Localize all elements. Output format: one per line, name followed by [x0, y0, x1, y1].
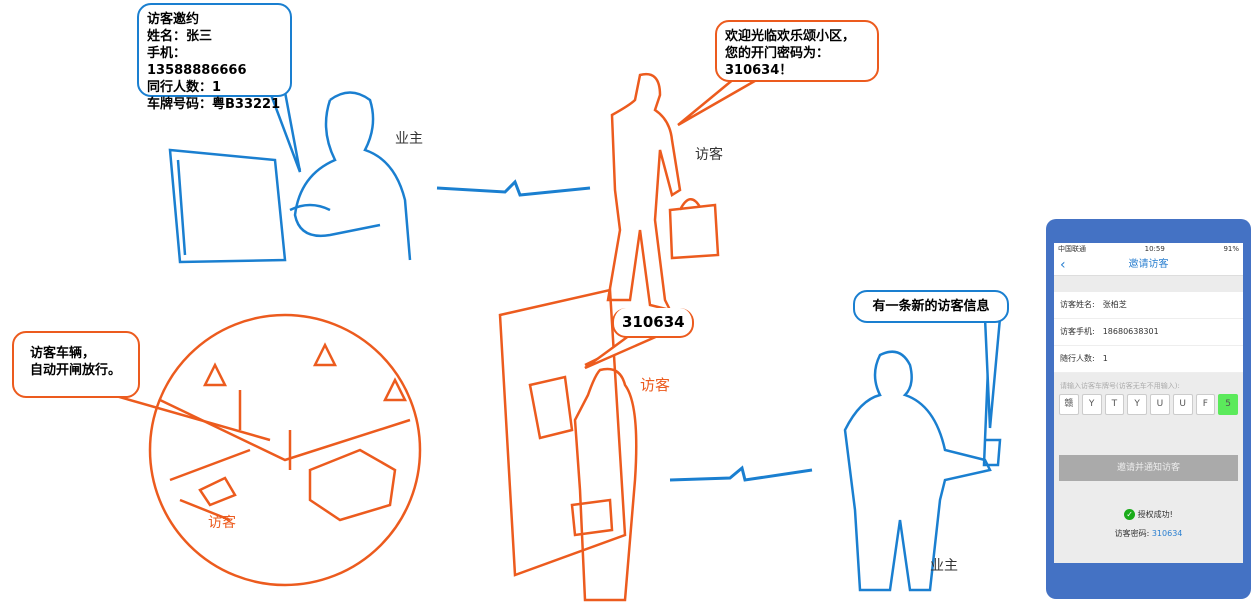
plate-cell[interactable]: Y — [1081, 394, 1102, 415]
success-message: ✓ 授权成功! — [1054, 509, 1243, 520]
field-label: 访客手机: — [1060, 327, 1095, 336]
nav-bar: ‹ 邀请访客 — [1054, 255, 1243, 276]
field-label: 访客姓名: — [1060, 300, 1095, 309]
bubble-line: 车牌号码：粤B33221 — [147, 97, 281, 112]
new-visitor-bubble: 有一条新的访客信息 — [853, 290, 1009, 323]
owner-bottom-label: 业主 — [930, 558, 958, 574]
plate-cell[interactable]: T — [1104, 394, 1125, 415]
field-value[interactable]: 1 — [1102, 354, 1108, 363]
status-bar: 中国联通 10:59 91% — [1054, 243, 1243, 255]
visitor-code: 访客密码: 310634 — [1054, 528, 1243, 539]
visitor-label: 访客 — [695, 147, 723, 163]
code-value: 310634 — [1151, 529, 1183, 538]
bubble-line: 访客车辆， — [30, 346, 96, 361]
clock: 10:59 — [1144, 245, 1165, 253]
owner-with-phone-sketch — [843, 319, 1002, 592]
screen-title: 邀请访客 — [1128, 259, 1169, 270]
check-circle-icon: ✓ — [1124, 509, 1136, 520]
bubble-line: 姓名：张三 — [147, 29, 213, 44]
owner-invite-bubble: 访客邀约 姓名：张三 手机：13588886666 同行人数：1 车牌号码：粤B… — [137, 3, 292, 112]
phone-screen: 中国联通 10:59 91% ‹ 邀请访客 访客姓名: 张柏芝 访客手机: 1868… — [1054, 243, 1243, 563]
car-gate-bubble: 访客车辆， 自动开闸放行。 — [12, 331, 140, 398]
plate-cell[interactable]: 赣 — [1059, 394, 1079, 415]
form-row-companions[interactable]: 随行人数: 1 — [1054, 346, 1243, 373]
field-value[interactable]: 张柏芝 — [1102, 300, 1127, 309]
plate-cell[interactable]: Y — [1127, 394, 1147, 415]
field-label: 随行人数: — [1060, 354, 1095, 363]
battery: 91% — [1223, 245, 1239, 253]
plate-cell[interactable]: U — [1172, 394, 1193, 415]
plate-hint: 请输入访客车牌号(访客无车不用输入): — [1060, 382, 1180, 390]
visitor-with-phone-sketch — [606, 72, 720, 312]
bubble-line: 310634！ — [725, 63, 793, 78]
invite-button[interactable]: 邀请并通知访客 — [1059, 455, 1238, 481]
form-row-phone[interactable]: 访客手机: 18680638301 — [1054, 319, 1243, 346]
bubble-line: 自动开闸放行。 — [30, 363, 122, 378]
visitor-door-label: 访客 — [640, 376, 671, 394]
plate-cell-active[interactable]: 5 — [1218, 394, 1238, 415]
plate-cell[interactable]: U — [1150, 394, 1170, 415]
owner-label: 业主 — [395, 131, 423, 147]
code-label: 访客密码: — [1114, 529, 1150, 538]
bubble-line: 欢迎光临欢乐颂小区， — [725, 29, 856, 44]
plate-input[interactable]: 赣 Y T Y U U F 5 — [1054, 394, 1243, 415]
bubble-line: 您的开门密码为： — [725, 46, 830, 61]
visitor-car-label: 访客 — [208, 515, 236, 531]
back-chevron-icon[interactable]: ‹ — [1060, 257, 1066, 273]
signal-lines — [436, 179, 813, 482]
carrier: 中国联通 — [1058, 245, 1086, 253]
field-value[interactable]: 18680638301 — [1102, 327, 1159, 336]
visitor-message-bubble: 欢迎光临欢乐颂小区， 您的开门密码为： 310634！ — [715, 20, 879, 82]
bubble-line: 手机：13588886666 — [147, 46, 247, 78]
bubble-line: 访客邀约 — [147, 12, 200, 27]
plate-cell[interactable]: F — [1195, 394, 1216, 415]
bubble-tails — [268, 76, 1002, 429]
phone-mockup: 中国联通 10:59 91% ‹ 邀请访客 访客姓名: 张柏芝 访客手机: 1868… — [1046, 219, 1251, 599]
bubble-line: 同行人数：1 — [147, 80, 222, 95]
code-bubble: 310634 — [612, 308, 694, 338]
form-row-name[interactable]: 访客姓名: 张柏芝 — [1054, 292, 1243, 319]
success-text: 授权成功! — [1137, 510, 1173, 519]
